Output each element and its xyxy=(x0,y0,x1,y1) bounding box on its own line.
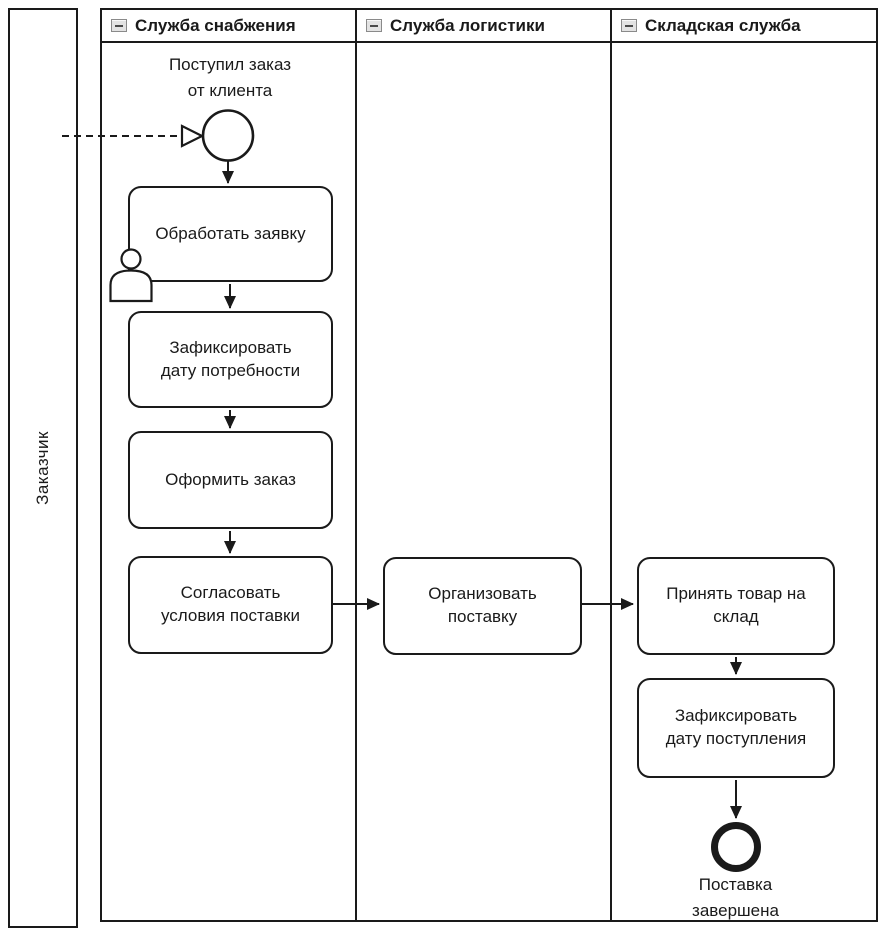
minus-icon xyxy=(370,24,378,27)
task-agree-delivery-terms[interactable]: Согласовать условия поставки xyxy=(128,556,333,654)
lane-header-supply: Служба снабжения xyxy=(102,10,355,43)
collapse-icon[interactable] xyxy=(111,19,127,32)
collapse-icon[interactable] xyxy=(366,19,382,32)
lane-title-supply: Служба снабжения xyxy=(135,15,296,35)
collapse-icon[interactable] xyxy=(621,19,637,32)
lane-warehouse: Складская служба xyxy=(610,10,876,920)
task-fix-receipt-date[interactable]: Зафиксировать дату поступления xyxy=(637,678,835,778)
task-process-request[interactable]: Обработать заявку xyxy=(128,186,333,282)
task-organize-delivery[interactable]: Организовать поставку xyxy=(383,557,582,655)
task-place-order[interactable]: Оформить заказ xyxy=(128,431,333,529)
lane-logistics: Служба логистики xyxy=(355,10,610,920)
pool-customer[interactable]: Заказчик xyxy=(8,8,78,928)
start-event-label: Поступил заказ от клиента xyxy=(168,55,292,100)
lane-supply: Служба снабжения xyxy=(102,10,355,920)
lane-title-logistics: Служба логистики xyxy=(390,15,545,35)
pool-customer-label: Заказчик xyxy=(33,431,52,505)
minus-icon xyxy=(625,24,633,27)
lane-header-warehouse: Складская служба xyxy=(612,10,876,43)
minus-icon xyxy=(115,24,123,27)
lane-header-logistics: Служба логистики xyxy=(357,10,610,43)
task-receive-goods[interactable]: Принять товар на склад xyxy=(637,557,835,655)
lane-title-warehouse: Складская служба xyxy=(645,15,801,35)
end-event-label: Поставка завершена xyxy=(692,875,779,921)
lane-body-warehouse xyxy=(612,43,876,920)
lane-body-logistics xyxy=(357,43,610,920)
task-fix-need-date[interactable]: Зафиксировать дату потребности xyxy=(128,311,333,408)
